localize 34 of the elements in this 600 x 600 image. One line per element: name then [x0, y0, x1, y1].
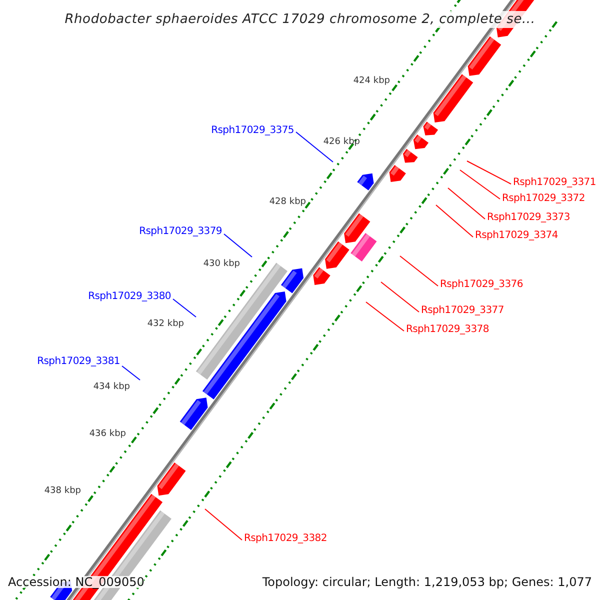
gene-label: Rsph17029_3372 — [502, 194, 585, 204]
leader-line — [448, 188, 486, 220]
gene-label: Rsph17029_3380 — [88, 292, 171, 302]
gene-label: Rsph17029_3375 — [211, 126, 294, 136]
leader-line — [466, 160, 512, 184]
leader-line — [400, 256, 438, 286]
leader-line — [122, 366, 140, 380]
leader-line — [380, 282, 420, 312]
gene-label: Rsph17029_3381 — [37, 357, 120, 367]
scale-label: 424 kbp — [353, 77, 390, 86]
gene-label: Rsph17029_3377 — [421, 306, 504, 316]
gene-label: Rsph17029_3379 — [139, 227, 222, 237]
gene-label: Rsph17029_3371 — [513, 178, 596, 188]
gene-label: Rsph17029_3373 — [487, 213, 570, 223]
scale-label: 432 kbp — [147, 320, 184, 329]
gene-label: Rsph17029_3376 — [440, 280, 523, 290]
gene-label: Rsph17029_3374 — [475, 231, 558, 241]
leader-line — [172, 298, 196, 318]
scale-label: 426 kbp — [323, 138, 360, 147]
gene-label: Rsph17029_3378 — [406, 325, 489, 335]
leader-line — [460, 170, 500, 200]
leader-line — [296, 132, 334, 162]
leader-line — [366, 302, 404, 332]
scale-label: 436 kbp — [89, 430, 126, 439]
scale-label: 434 kbp — [93, 383, 130, 392]
scale-label: 430 kbp — [203, 260, 240, 269]
scale-label: 428 kbp — [269, 198, 306, 207]
summary-text: Topology: circular; Length: 1,219,053 bp; Genes: 1,077 — [262, 576, 592, 588]
accession-text: Accession: NC_009050 — [8, 576, 144, 588]
scale-label: 438 kbp — [44, 487, 81, 496]
gene-label: Rsph17029_3382 — [244, 534, 327, 544]
leader-line — [204, 508, 242, 540]
leader-line — [224, 234, 252, 258]
leader-line — [436, 204, 474, 238]
